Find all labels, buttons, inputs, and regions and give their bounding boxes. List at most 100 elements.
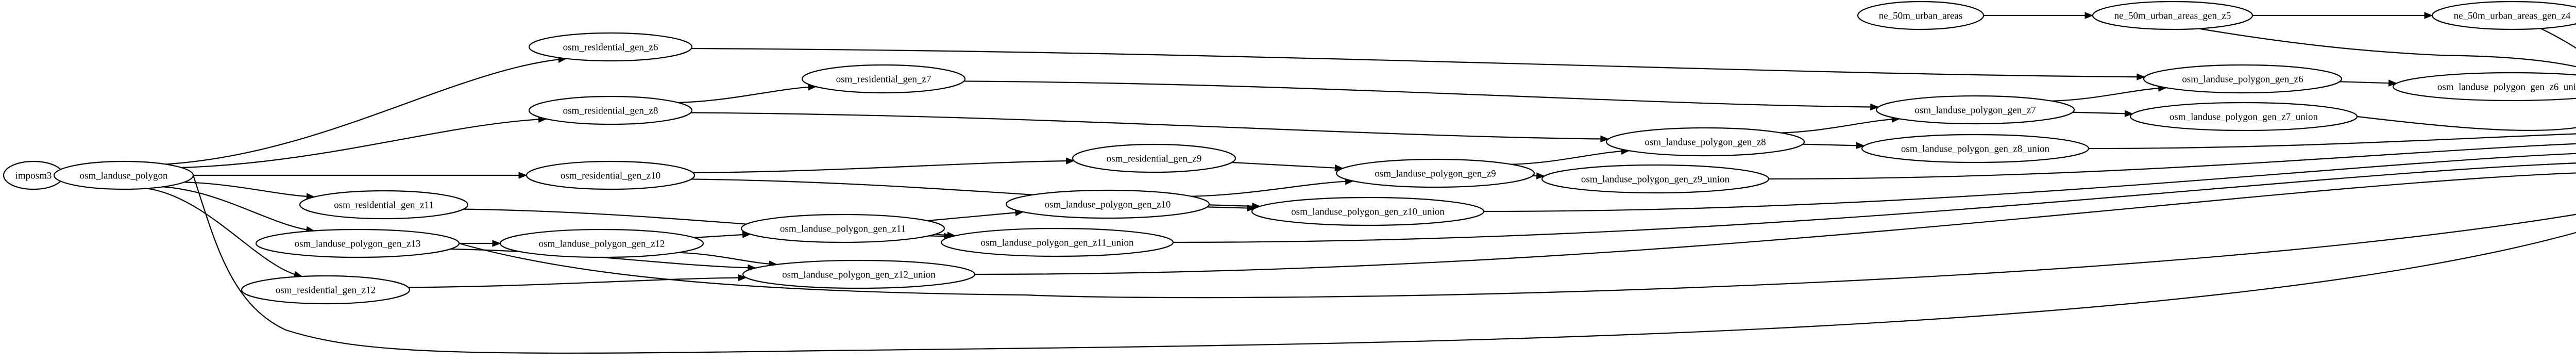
node-shape-osm_landuse_polygon_gen_z8_union	[1861, 134, 2090, 163]
node-osm_residential_gen_z9[interactable]: osm_residential_gen_z9	[1072, 143, 1236, 173]
node-label-osm_landuse_polygon_gen_z12: osm_landuse_polygon_gen_z12	[539, 239, 665, 250]
edge-osm_landuse_polygon_gen_z11-to-osm_landuse_polygon_gen_z10	[927, 211, 1024, 222]
node-osm_landuse_polygon_gen_z6_union[interactable]: osm_landuse_polygon_gen_z6_union	[2392, 72, 2576, 102]
edge-ne_50m_urban_areas_gen_z5-to-layer_landuse-z5	[2198, 28, 2576, 68]
node-osm_landuse_polygon_gen_z11_union[interactable]: osm_landuse_polygon_gen_z11_union	[940, 227, 1174, 257]
node-label-ne_50m_urban_areas_gen_z4: ne_50m_urban_areas_gen_z4	[2454, 11, 2571, 22]
edge-osm_landuse_polygon_gen_z8_union-to-layer_landuse-z8	[2088, 133, 2576, 150]
node-label-imposm3: imposm3	[15, 171, 52, 182]
edge-osm_landuse_polygon_gen_z13-to-layer_landuse-z13	[459, 213, 2576, 299]
node-osm_residential_gen_z8[interactable]: osm_residential_gen_z8	[528, 95, 693, 125]
edges-layer	[53, 12, 2576, 354]
node-shape-osm_landuse_polygon_gen_z12	[499, 228, 704, 258]
node-label-osm_residential_gen_z12: osm_residential_gen_z12	[276, 285, 376, 296]
edge-osm_landuse_polygon-to-layer_landuse-z14+	[192, 175, 2576, 354]
node-osm_residential_gen_z6[interactable]: osm_residential_gen_z6	[528, 32, 693, 62]
node-shape-ne_50m_urban_areas_gen_z5	[2092, 1, 2253, 30]
edge-osm_residential_gen_z8-to-osm_residential_gen_z7	[678, 86, 816, 104]
node-shape-osm_residential_gen_z9	[1072, 143, 1236, 173]
node-shape-osm_landuse_polygon_gen_z6	[2143, 64, 2343, 94]
node-shape-osm_landuse_polygon_gen_z7	[1875, 95, 2075, 125]
node-osm_landuse_polygon_gen_z11[interactable]: osm_landuse_polygon_gen_z11	[740, 213, 945, 243]
node-label-osm_residential_gen_z6: osm_residential_gen_z6	[563, 42, 658, 53]
node-label-osm_landuse_polygon_gen_z7: osm_landuse_polygon_gen_z7	[1914, 105, 2036, 116]
node-shape-osm_landuse_polygon_gen_z10	[1005, 189, 1210, 219]
node-shape-osm_landuse_polygon_gen_z9	[1335, 158, 1535, 188]
node-osm_landuse_polygon_gen_z9_union[interactable]: osm_landuse_polygon_gen_z9_union	[1541, 164, 1770, 194]
node-osm_landuse_polygon_gen_z9[interactable]: osm_landuse_polygon_gen_z9	[1335, 158, 1535, 188]
edge-osm_landuse_polygon_gen_z12-to-osm_landuse_polygon_gen_z12_union	[678, 252, 777, 265]
edge-arrowhead	[492, 240, 501, 247]
edge-arrowhead	[2388, 79, 2397, 87]
edge-osm_landuse_polygon_gen_z13-to-osm_landuse_polygon_gen_z12_union	[450, 248, 756, 269]
node-osm_landuse_polygon_gen_z13[interactable]: osm_landuse_polygon_gen_z13	[255, 228, 460, 258]
node-shape-osm_residential_gen_z8	[528, 95, 693, 125]
node-label-osm_landuse_polygon_gen_z11: osm_landuse_polygon_gen_z11	[780, 224, 906, 235]
node-shape-ne_50m_urban_areas	[1857, 1, 1985, 30]
edge-arrowhead	[1870, 103, 1879, 111]
node-label-osm_residential_gen_z9: osm_residential_gen_z9	[1107, 154, 1202, 164]
node-label-osm_landuse_polygon_gen_z6_union: osm_landuse_polygon_gen_z6_union	[2437, 82, 2576, 93]
node-shape-osm_landuse_polygon_gen_z11	[740, 213, 945, 243]
node-osm_residential_gen_z11[interactable]: osm_residential_gen_z11	[299, 190, 469, 220]
edge-osm_residential_gen_z7-to-osm_landuse_polygon_gen_z7	[963, 80, 1878, 108]
node-label-osm_landuse_polygon_gen_z13: osm_landuse_polygon_gen_z13	[295, 239, 421, 250]
node-osm_landuse_polygon[interactable]: osm_landuse_polygon	[53, 160, 194, 190]
edge-osm_landuse_polygon_gen_z9_union-to-layer_landuse-z9	[1768, 143, 2576, 180]
edge-osm_residential_gen_z8-to-osm_landuse_polygon_gen_z8	[690, 112, 1608, 140]
edge-osm_landuse_polygon_gen_z8-to-osm_landuse_polygon_gen_z7	[1781, 118, 1900, 134]
node-label-osm_landuse_polygon_gen_z8_union: osm_landuse_polygon_gen_z8_union	[1901, 144, 2050, 155]
node-osm_residential_gen_z10[interactable]: osm_residential_gen_z10	[526, 160, 696, 190]
edge-arrowhead	[1536, 172, 1546, 179]
node-shape-osm_residential_gen_z11	[299, 190, 469, 220]
node-shape-osm_landuse_polygon_gen_z10_union	[1251, 196, 1485, 226]
node-osm_landuse_polygon_gen_z7_union[interactable]: osm_landuse_polygon_gen_z7_union	[2129, 102, 2358, 131]
node-osm_landuse_polygon_gen_z10[interactable]: osm_landuse_polygon_gen_z10	[1005, 189, 1210, 219]
node-ne_50m_urban_areas_gen_z4[interactable]: ne_50m_urban_areas_gen_z4	[2431, 1, 2576, 30]
edge-arrowhead	[518, 172, 528, 179]
node-label-osm_landuse_polygon_gen_z10_union: osm_landuse_polygon_gen_z10_union	[1291, 207, 1445, 218]
node-osm_landuse_polygon_gen_z10_union[interactable]: osm_landuse_polygon_gen_z10_union	[1251, 196, 1485, 226]
node-osm_landuse_polygon_gen_z12_union[interactable]: osm_landuse_polygon_gen_z12_union	[742, 259, 976, 289]
node-label-osm_residential_gen_z11: osm_residential_gen_z11	[334, 200, 433, 211]
node-label-osm_landuse_polygon_gen_z9_union: osm_landuse_polygon_gen_z9_union	[1581, 174, 1730, 185]
edge-arrowhead	[2424, 12, 2433, 19]
node-imposm3[interactable]: imposm3	[3, 160, 64, 190]
edge-arrowhead	[1066, 157, 1075, 164]
node-shape-osm_landuse_polygon_gen_z9_union	[1541, 164, 1770, 194]
edge-osm_residential_gen_z12-to-osm_landuse_polygon_gen_z12_union	[408, 277, 747, 288]
edge-osm_landuse_polygon_gen_z10-to-osm_landuse_polygon_gen_z9	[1191, 180, 1353, 197]
node-shape-osm_landuse_polygon_gen_z6_union	[2392, 72, 2576, 102]
node-osm_landuse_polygon_gen_z12[interactable]: osm_landuse_polygon_gen_z12	[499, 228, 704, 258]
node-shape-osm_landuse_polygon_gen_z12_union	[742, 259, 976, 289]
node-ne_50m_urban_areas_gen_z5[interactable]: ne_50m_urban_areas_gen_z5	[2092, 1, 2253, 30]
node-ne_50m_urban_areas[interactable]: ne_50m_urban_areas	[1857, 1, 1985, 30]
node-osm_landuse_polygon_gen_z6[interactable]: osm_landuse_polygon_gen_z6	[2143, 64, 2343, 94]
node-osm_landuse_polygon_gen_z8_union[interactable]: osm_landuse_polygon_gen_z8_union	[1861, 134, 2090, 163]
edge-arrowhead	[2124, 110, 2133, 117]
edge-osm_landuse_polygon-to-osm_residential_gen_z12	[146, 188, 302, 277]
node-shape-osm_residential_gen_z6	[528, 32, 693, 62]
edge-osm_landuse_polygon_gen_z10_union-to-layer_landuse-z10	[1483, 153, 2576, 212]
edge-osm_landuse_polygon_gen_z9-to-osm_landuse_polygon_gen_z8	[1511, 150, 1630, 165]
node-label-osm_landuse_polygon_gen_z8: osm_landuse_polygon_gen_z8	[1645, 137, 1766, 148]
edge-osm_landuse_polygon_gen_z12_union-to-layer_landuse-z12	[974, 172, 2576, 275]
edge-osm_landuse_polygon_gen_z7_union-to-layer_landuse-z7	[2357, 116, 2576, 131]
node-osm_residential_gen_z7[interactable]: osm_residential_gen_z7	[801, 64, 966, 94]
edge-osm_landuse_polygon_gen_z6-to-osm_landuse_polygon_gen_z6_union	[2340, 81, 2397, 84]
node-shape-osm_residential_gen_z10	[526, 160, 696, 190]
edge-arrowhead	[1600, 135, 1609, 143]
node-osm_residential_gen_z12[interactable]: osm_residential_gen_z12	[241, 275, 411, 305]
node-osm_landuse_polygon_gen_z8[interactable]: osm_landuse_polygon_gen_z8	[1605, 127, 1805, 157]
node-osm_landuse_polygon_gen_z7[interactable]: osm_landuse_polygon_gen_z7	[1875, 95, 2075, 125]
edge-arrowhead	[1247, 204, 1256, 212]
edge-ne_50m_urban_areas_gen_z4-to-layer_landuse-z4	[2540, 28, 2576, 49]
edge-osm_residential_gen_z9-to-osm_landuse_polygon_gen_z9	[1231, 161, 1343, 169]
edge-osm_residential_gen_z6-to-osm_landuse_polygon_gen_z6	[691, 47, 2145, 78]
node-label-osm_residential_gen_z7: osm_residential_gen_z7	[836, 74, 931, 85]
node-shape-osm_residential_gen_z7	[801, 64, 966, 94]
node-shape-osm_landuse_polygon_gen_z8	[1605, 127, 1805, 157]
